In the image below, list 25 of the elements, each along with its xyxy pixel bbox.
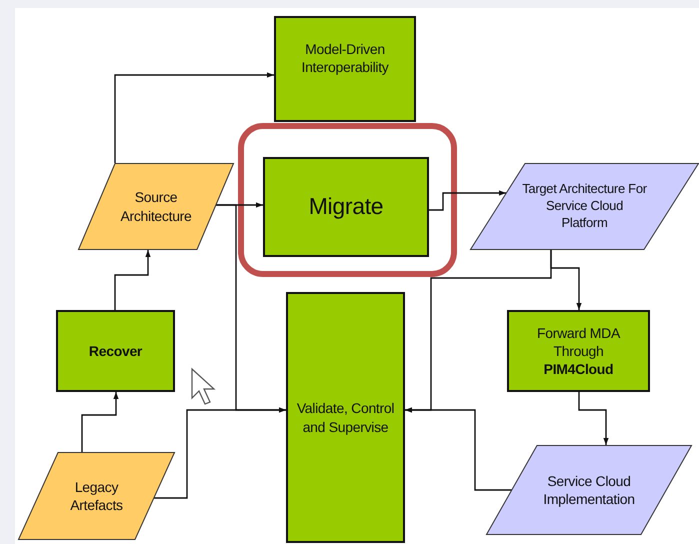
node-label: Model-Driven Interoperability bbox=[300, 40, 390, 77]
arrow bbox=[429, 190, 506, 211]
data-parallelogram bbox=[486, 445, 692, 535]
node-label: Forward MDA Through PIM4Cloud bbox=[536, 324, 622, 378]
data-parallelogram bbox=[78, 163, 234, 250]
arrow bbox=[114, 250, 151, 310]
node-label: Validate, Control and Supervise bbox=[296, 399, 396, 436]
process-box bbox=[507, 310, 650, 392]
data-parallelogram bbox=[18, 452, 175, 540]
arrow bbox=[154, 407, 286, 499]
node-label: Migrate bbox=[308, 192, 384, 222]
node-label: Legacy Artefacts bbox=[69, 478, 124, 514]
node-label: Service Cloud Implementation bbox=[542, 472, 636, 508]
process-box bbox=[56, 310, 175, 392]
process-box bbox=[263, 157, 429, 257]
node-label: Recover bbox=[88, 342, 144, 360]
process-box bbox=[274, 16, 416, 122]
arrow bbox=[405, 407, 512, 491]
node-label: Source Architecture bbox=[119, 188, 193, 225]
arrow bbox=[578, 392, 609, 445]
data-parallelogram bbox=[470, 163, 699, 250]
node-label: Target Architecture For Service Cloud Platform bbox=[521, 181, 648, 232]
arrow bbox=[81, 392, 119, 452]
process-box bbox=[286, 292, 405, 543]
arrow bbox=[114, 72, 274, 163]
